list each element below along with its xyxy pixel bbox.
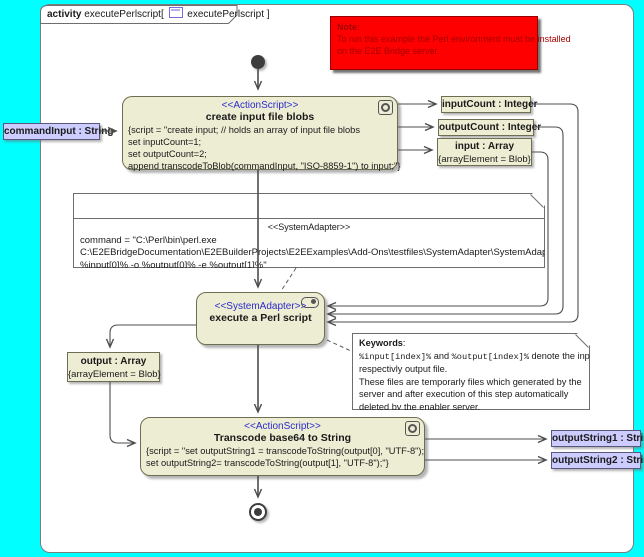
- keywords-line: server and after execution of this step …: [359, 389, 569, 399]
- pin-input-array[interactable]: input : Array {arrayElement = Blob}: [437, 138, 532, 166]
- object-node-outputString1[interactable]: outputString1 : String: [551, 430, 644, 447]
- note-red[interactable]: Note: To run this example the Perl envir…: [330, 16, 571, 70]
- keywords-title: Keywords: [359, 338, 403, 348]
- note-red-title: Note:: [337, 22, 360, 32]
- frame-tab-diagram-name: executePerlscript: [187, 9, 264, 20]
- script-line: set outputString2= transcodeToString(out…: [146, 458, 389, 468]
- script-line: append transcodeToBlob(commandInput, "IS…: [128, 161, 401, 171]
- command-line: %input[0]% -o %output[0]% -e %output[1]%…: [80, 259, 267, 271]
- keyword-code: %output[index]%: [451, 351, 529, 362]
- note-systemadapter-command[interactable]: <<SystemAdapter>> command = "C:\Perl\bin…: [73, 193, 545, 268]
- pin-inputCount[interactable]: inputCount : Integer: [441, 96, 538, 113]
- note-command-text: command = "C:\Perl\bin\perl.exe C:\E2EBr…: [74, 234, 544, 274]
- note-red-line: on the E2E Bridge server.: [337, 46, 440, 56]
- note-stereotype: <<SystemAdapter>>: [267, 222, 351, 232]
- initial-node[interactable]: [251, 55, 265, 69]
- object-node-label: outputString2 : String: [552, 455, 644, 466]
- pin-tagged-value: {arrayElement = Blob}: [438, 154, 531, 165]
- frame-tab-label[interactable]: activity executePerlscript[ executePerls…: [47, 7, 270, 20]
- system-adapter-icon: [301, 297, 319, 308]
- object-node-commandInput[interactable]: commandInput : String: [3, 123, 113, 140]
- frame-tab-activity-name: executePerlscript[: [84, 9, 164, 20]
- keyword-code: %input[index]%: [359, 351, 432, 362]
- script-line: set inputCount=1;: [128, 137, 202, 147]
- action-create-input-file-blobs[interactable]: <<ActionScript>> create input file blobs…: [122, 96, 401, 173]
- action-script-text: {script = "set outputString1 = transcode…: [141, 444, 424, 470]
- note-red-line: To run this example the Perl environment…: [337, 34, 571, 44]
- note-keywords[interactable]: Keywords: %input[index]% and %output[ind…: [352, 333, 590, 410]
- stereotype-label: <<ActionScript>>: [221, 100, 299, 111]
- script-line: set outputCount=2;: [128, 149, 207, 159]
- pin-label: output : Array: [80, 356, 147, 367]
- final-node[interactable]: [249, 503, 267, 521]
- action-name: create input file blobs: [205, 111, 315, 123]
- action-name: execute a Perl script: [209, 312, 312, 324]
- keywords-line: %input[index]% and %output[index]% denot…: [359, 350, 598, 362]
- stereotype-label: <<SystemAdapter>>: [214, 301, 307, 312]
- command-line: C:\E2EBridgeDocumentation\E2EBuilderProj…: [80, 247, 576, 258]
- keywords-title-line: Keywords:: [359, 338, 406, 348]
- action-script-icon: [405, 421, 420, 436]
- keywords-line: deleted by the enabler server.: [359, 401, 481, 412]
- object-node-label: commandInput : String: [4, 126, 114, 137]
- frame-tab-bracket: ]: [266, 9, 270, 20]
- frame-tab-keyword: activity: [47, 9, 82, 20]
- action-transcode-base64-to-string[interactable]: <<ActionScript>> Transcode base64 to Str…: [140, 417, 425, 476]
- keywords-line: These files are temporarly files which g…: [359, 376, 582, 387]
- stereotype-label: <<ActionScript>>: [244, 421, 321, 432]
- final-node-dot: [254, 508, 262, 516]
- command-line: command = "C:\Perl\bin\perl.exe: [80, 234, 217, 246]
- action-execute-perl-script[interactable]: <<SystemAdapter>> execute a Perl script: [196, 292, 325, 345]
- action-name: Transcode base64 to String: [213, 432, 352, 444]
- pin-tagged-value: {arrayElement = Blob}: [68, 369, 161, 380]
- note-fold-icon: [575, 334, 589, 348]
- script-line: {script = "create input; // holds an arr…: [128, 125, 360, 135]
- pin-label: input : Array: [454, 141, 515, 152]
- action-script-icon: [378, 100, 393, 115]
- note-keywords-text: Keywords: %input[index]% and %output[ind…: [353, 334, 589, 416]
- action-script-text: {script = "create input; // holds an arr…: [123, 123, 401, 173]
- pin-output-array[interactable]: output : Array {arrayElement = Blob}: [67, 352, 161, 382]
- script-line: {script = "set outputString1 = transcode…: [146, 446, 425, 456]
- object-node-label: outputString1 : String: [552, 433, 644, 444]
- keywords-line: respectivly output file.: [359, 364, 448, 374]
- diagram-icon: [168, 7, 183, 18]
- object-node-outputString2[interactable]: outputString2 : String: [551, 452, 644, 469]
- pin-outputCount[interactable]: outputCount : Integer: [438, 119, 541, 136]
- note-empty-compartment: [74, 194, 544, 219]
- pin-label: inputCount : Integer: [442, 99, 538, 110]
- pin-label: outputCount : Integer: [439, 122, 542, 133]
